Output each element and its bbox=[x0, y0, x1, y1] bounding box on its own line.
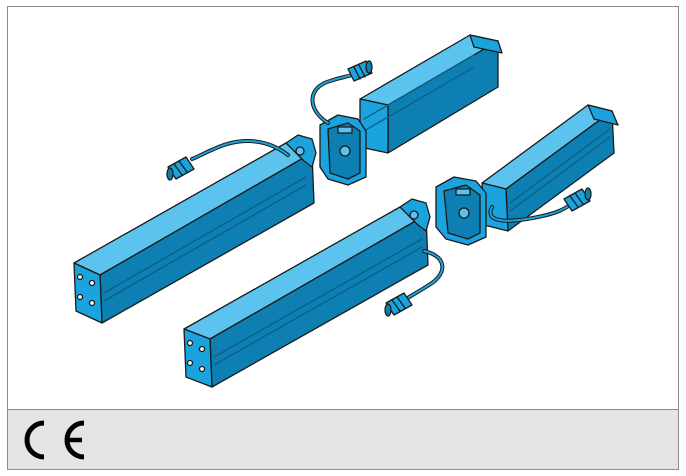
cable-right bbox=[488, 203, 572, 223]
sensor-bar-top-right bbox=[359, 34, 503, 154]
connector-right bbox=[563, 187, 592, 212]
connector-left bbox=[166, 156, 195, 181]
sensor-illustration bbox=[73, 34, 619, 388]
ce-mark-icon bbox=[24, 420, 85, 460]
product-figure-frame bbox=[7, 6, 679, 470]
certification-footer bbox=[8, 409, 678, 469]
sensor-bar-left bbox=[73, 134, 317, 324]
connector-bottom bbox=[384, 292, 413, 317]
cable-left bbox=[190, 139, 290, 161]
sensor-bar-bottom bbox=[183, 198, 431, 388]
mounting-bracket-top bbox=[319, 114, 367, 186]
connector-top bbox=[347, 60, 373, 82]
mounting-bracket-right bbox=[435, 176, 487, 246]
cable-top bbox=[310, 73, 354, 125]
cable-bottom bbox=[404, 249, 445, 301]
